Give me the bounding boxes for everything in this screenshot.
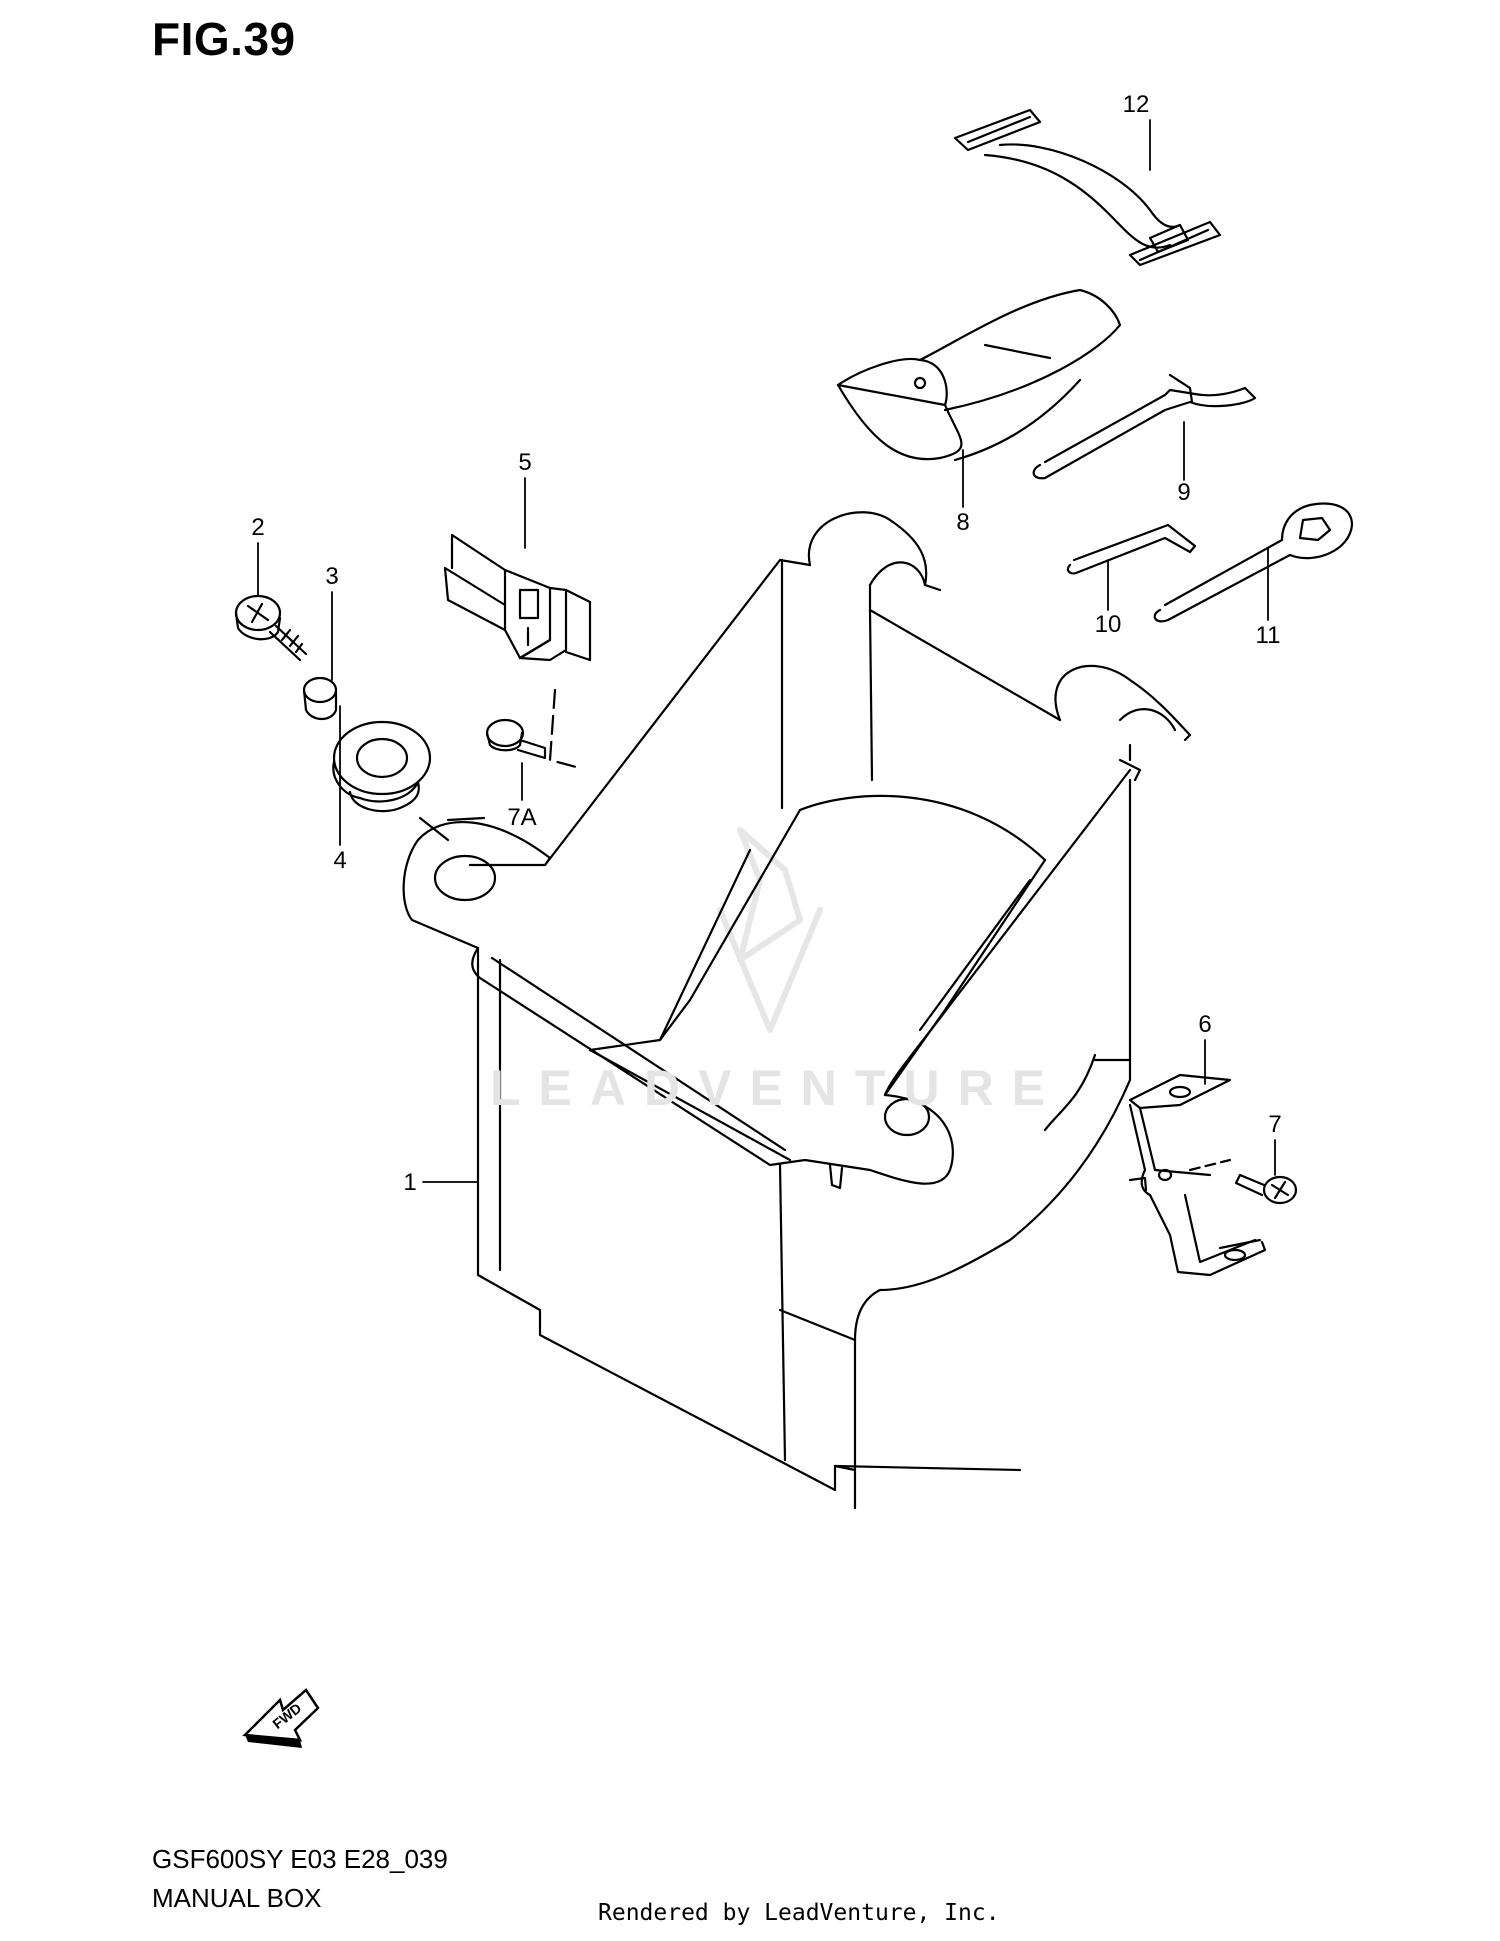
screw-part-2 xyxy=(234,594,308,662)
callout-12: 12 xyxy=(1123,91,1150,118)
manual-box-part-1 xyxy=(402,511,1192,1510)
hex-key-part-10 xyxy=(1066,523,1197,575)
leader-bracket-to-bolt xyxy=(1188,1158,1232,1172)
strap-part-12 xyxy=(953,108,1222,267)
box-wrench-part-11 xyxy=(1153,502,1354,623)
callout-5: 5 xyxy=(518,449,531,476)
leader-clip-to-box xyxy=(548,688,582,770)
spacer-part-3 xyxy=(302,676,338,721)
callout-1: 1 xyxy=(403,1169,416,1196)
callout-4: 4 xyxy=(333,847,346,874)
clip-part-5 xyxy=(443,533,592,662)
section-name: MANUAL BOX xyxy=(152,1883,322,1913)
bracket-part-6 xyxy=(1128,1073,1267,1277)
callout-leaders xyxy=(257,119,1276,1183)
bolt-part-7 xyxy=(1234,1173,1298,1205)
render-credit: Rendered by LeadVenture, Inc. xyxy=(598,1900,1000,1926)
callout-9: 9 xyxy=(1177,479,1190,506)
watermark-logo xyxy=(717,827,823,1033)
model-code: GSF600SY E03 E28_039 xyxy=(152,1844,448,1874)
fwd-arrow-icon: FWD xyxy=(242,1688,320,1748)
callout-2: 2 xyxy=(251,514,264,541)
callout-11: 11 xyxy=(1256,622,1281,649)
spanner-wrench-part-9 xyxy=(1032,373,1257,480)
callout-6: 6 xyxy=(1198,1011,1211,1038)
callout-7a: 7A xyxy=(507,804,536,831)
callout-7: 7 xyxy=(1268,1111,1281,1138)
manual-pouch-part-8 xyxy=(836,288,1122,462)
bolt-part-7a xyxy=(485,718,547,760)
leader-grommet-to-box xyxy=(418,816,450,842)
callout-10: 10 xyxy=(1095,611,1122,638)
callout-3: 3 xyxy=(325,563,338,590)
figure-title: FIG.39 xyxy=(152,13,296,65)
grommet-part-4 xyxy=(332,720,432,813)
callout-8: 8 xyxy=(956,509,969,536)
callout-labels: 12 5 2 3 4 7A 8 9 10 11 6 7 1 xyxy=(251,91,1281,1196)
watermark-text: LEADVENTURE xyxy=(490,1060,1063,1116)
